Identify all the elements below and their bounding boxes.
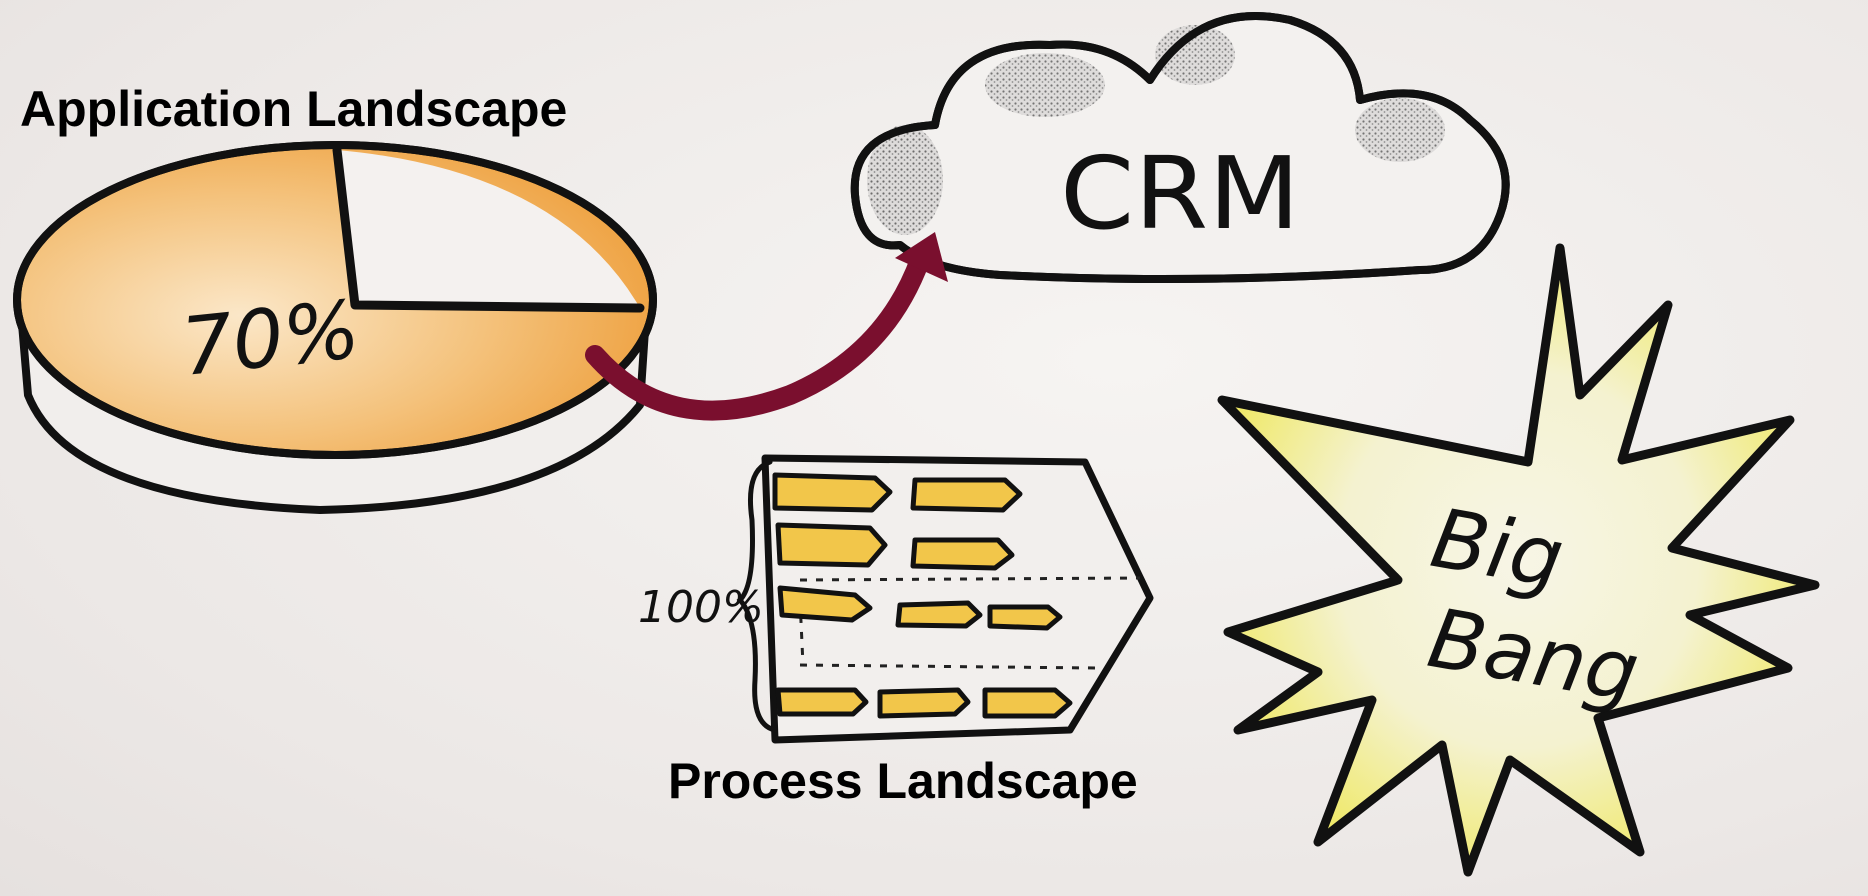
process-step	[910, 477, 1023, 513]
process-step	[777, 585, 873, 623]
arrow-shaft	[585, 250, 930, 421]
pie-slice-remaining	[337, 150, 640, 308]
crm-label: CRM	[1060, 135, 1300, 252]
big-bang-line-1: Big	[1425, 491, 1571, 607]
crm-cloud: CRM	[850, 12, 1510, 283]
pie-percentage-label: 70%	[177, 283, 364, 394]
process-bracket	[736, 459, 778, 733]
process-step	[982, 687, 1073, 719]
starburst-outline	[1217, 243, 1820, 877]
application-pie-chart: 70%	[13, 141, 657, 514]
process-landscape-diagram: 100%	[638, 454, 1154, 744]
migration-arrow	[585, 232, 948, 421]
arrow-head-icon	[895, 232, 948, 282]
big-bang-starburst: Big Bang	[1217, 243, 1820, 877]
process-landscape-title: Process Landscape	[668, 753, 1138, 809]
process-bracket-label: 100%	[638, 582, 764, 633]
process-step	[775, 687, 869, 717]
application-landscape-title: Application Landscape	[20, 81, 568, 137]
process-step	[895, 600, 983, 629]
process-step	[772, 472, 893, 513]
process-step	[987, 604, 1063, 631]
pie-slice-lines	[332, 145, 645, 313]
process-step	[877, 687, 971, 719]
process-step	[910, 537, 1015, 571]
process-step	[775, 522, 888, 568]
